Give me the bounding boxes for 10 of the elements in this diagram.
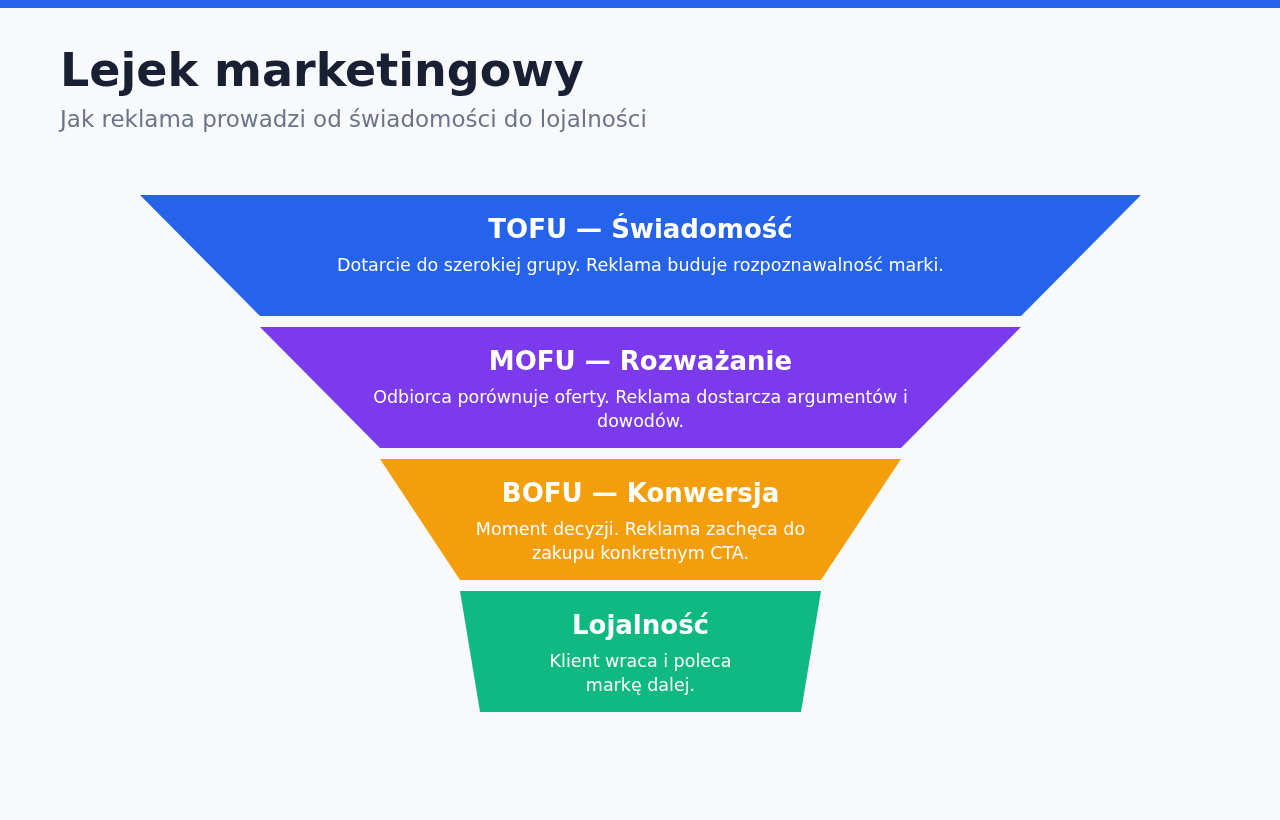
stage-heading: BOFU — Konwersja [501,477,780,510]
stage-heading: TOFU — Świadomość [488,212,793,246]
stage-heading: MOFU — Rozważanie [488,345,793,378]
stage-description: Klient wraca i poleca markę dalej. [548,650,733,697]
stage-description: Dotarcie do szerokiej grupy. Reklama buduje rozpoznawalność marki. [337,254,944,277]
title: Lejek marketingowy [60,42,584,99]
stage-description: Odbiorca porównuje oferty. Reklama dostarcza argumentów i dowodów. [372,386,909,433]
stage-description: Moment decyzji. Reklama zachęca do zakupu konkretnym CTA. [474,518,807,565]
subtitle: Jak reklama prowadzi od świadomości do lojalności [60,105,647,134]
stage-heading: Lojalność [571,609,710,642]
